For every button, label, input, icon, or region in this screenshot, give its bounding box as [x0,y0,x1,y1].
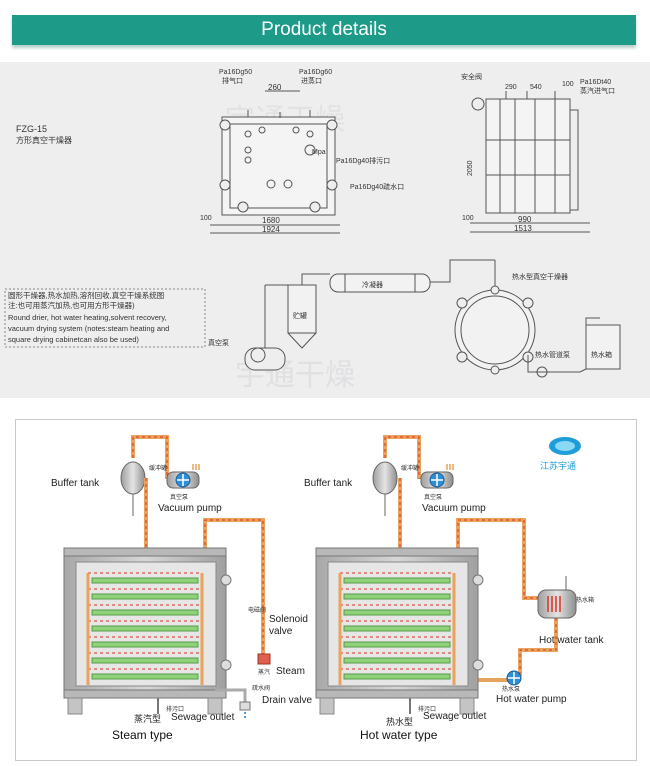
hw-tank-cn: 热水箱 [591,350,612,359]
sewage-cn-hot-water: 排污口 [418,705,436,713]
brand-name-cn: 江苏宇通 [540,460,576,471]
dim-990: 990 [518,215,532,224]
hot-water-pump-cn: 热水泵 [502,685,520,693]
vacuum-pump-cn-hot-water: 真空泵 [424,493,442,501]
buffer-tank-label-steam: Buffer tank [51,478,100,489]
dim-290: 290 [505,84,517,91]
steam-label: Steam [276,666,305,677]
hot-water-tank-label: Hot water tank [539,635,604,646]
hot-water-type-title: Hot water type [360,728,438,742]
solenoid-cn: 电磁阀 [248,606,266,614]
dim-260: 260 [268,83,282,92]
product-details-banner: Product details [12,15,636,45]
steam-type-title: Steam type [112,728,173,742]
hw-pump-cn: 热水管道泵 [535,350,570,359]
drain-valve-label: Drain valve [262,695,312,706]
desc-en-line2: vacuum drying system (notes:steam heatin… [8,324,169,333]
solenoid-valve-label: Solenoid [269,614,308,625]
port-exhaust-spec: Pa16Dg50 [219,69,252,76]
hot-water-type-diagram [315,435,577,715]
vacuum-pump-label-hot-water: Vacuum pump [422,503,486,514]
vacuum-pump-label-steam: Vacuum pump [158,503,222,514]
dim-side-100: 100 [562,81,574,88]
model-number: FZG-15 [16,124,47,134]
port-inlet-spec: Pa16Dg60 [299,69,332,76]
port-exhaust-cn: 排气口 [222,76,243,85]
dim-side-100b: 100 [462,215,474,222]
dim-2050: 2050 [467,160,474,176]
hot-water-tank [537,589,577,619]
desc-en-line1: Round drier, hot water heating,solvent r… [8,313,167,322]
port-drain-spec: Pa16Dg40疏水口 [350,182,404,191]
desc-cn-line1: 圆形干燥器,热水加热,溶剂回收,真空干燥系统图 [8,290,164,300]
solenoid-valve-label-2: valve [269,626,293,637]
desc-cn-line2: 注:也可用蒸汽加热,也可用方形干燥器) [8,300,135,310]
front-view [210,90,340,234]
hot-water-tank-cn: 热水箱 [576,596,594,604]
hw-dryer-cn: 热水型真空干燥器 [512,272,568,281]
hot-water-pump-label: Hot water pump [496,694,567,705]
condenser-cn: 冷凝器 [362,280,383,289]
buffer-tank-steam [120,461,146,495]
dim-1513: 1513 [514,224,532,233]
system-diagram [244,259,621,378]
description-box [4,288,206,348]
hot-water-type-cn: 热水型 [386,716,413,727]
storage-tank-cn: 贮罐 [293,311,307,320]
port-inlet-cn: 进蒸口 [301,76,322,85]
dim-1924: 1924 [262,225,280,234]
sewage-outlet-label-steam: Sewage outlet [171,712,235,723]
dim-100: 100 [200,215,212,222]
steam-cn: 蒸汽 [258,668,270,676]
buffer-tank-cn-steam: 缓冲罐 [149,464,167,472]
buffer-tank-label-hot-water: Buffer tank [304,478,353,489]
sewage-outlet-label-hot-water: Sewage outlet [423,711,487,722]
sewage-cn-steam: 排污口 [166,705,184,713]
side-port-cn: 蒸汽进气口 [580,86,615,95]
steam-source [257,653,271,665]
side-view [470,91,590,233]
steam-type-cn: 蒸汽型 [134,713,161,724]
vacuum-pump-cn-drawing: 真空泵 [208,338,229,347]
dim-540: 540 [530,84,542,91]
drain-cn: 疏水阀 [252,684,270,692]
banner-title: Product details [261,19,387,40]
gauge-label: Mpa [312,149,326,156]
buffer-tank-cn-hot-water: 缓冲罐 [401,464,419,472]
steam-type-diagram [63,435,271,720]
safety-valve-cn: 安全阀 [461,72,482,81]
desc-en-line3: square drying cabinetcan also be used) [8,335,139,344]
brand-logo: 江苏宇通 [540,437,581,471]
vacuum-pump-cn-steam: 真空泵 [170,493,188,501]
dim-1680: 1680 [262,216,280,225]
port-sewage-spec: Pa16Dg40排污口 [336,156,390,165]
buffer-tank-hot-water [372,461,398,495]
model-name-cn: 方形真空干燥器 [16,135,72,145]
side-port-spec: Pa16Dt40 [580,79,611,86]
